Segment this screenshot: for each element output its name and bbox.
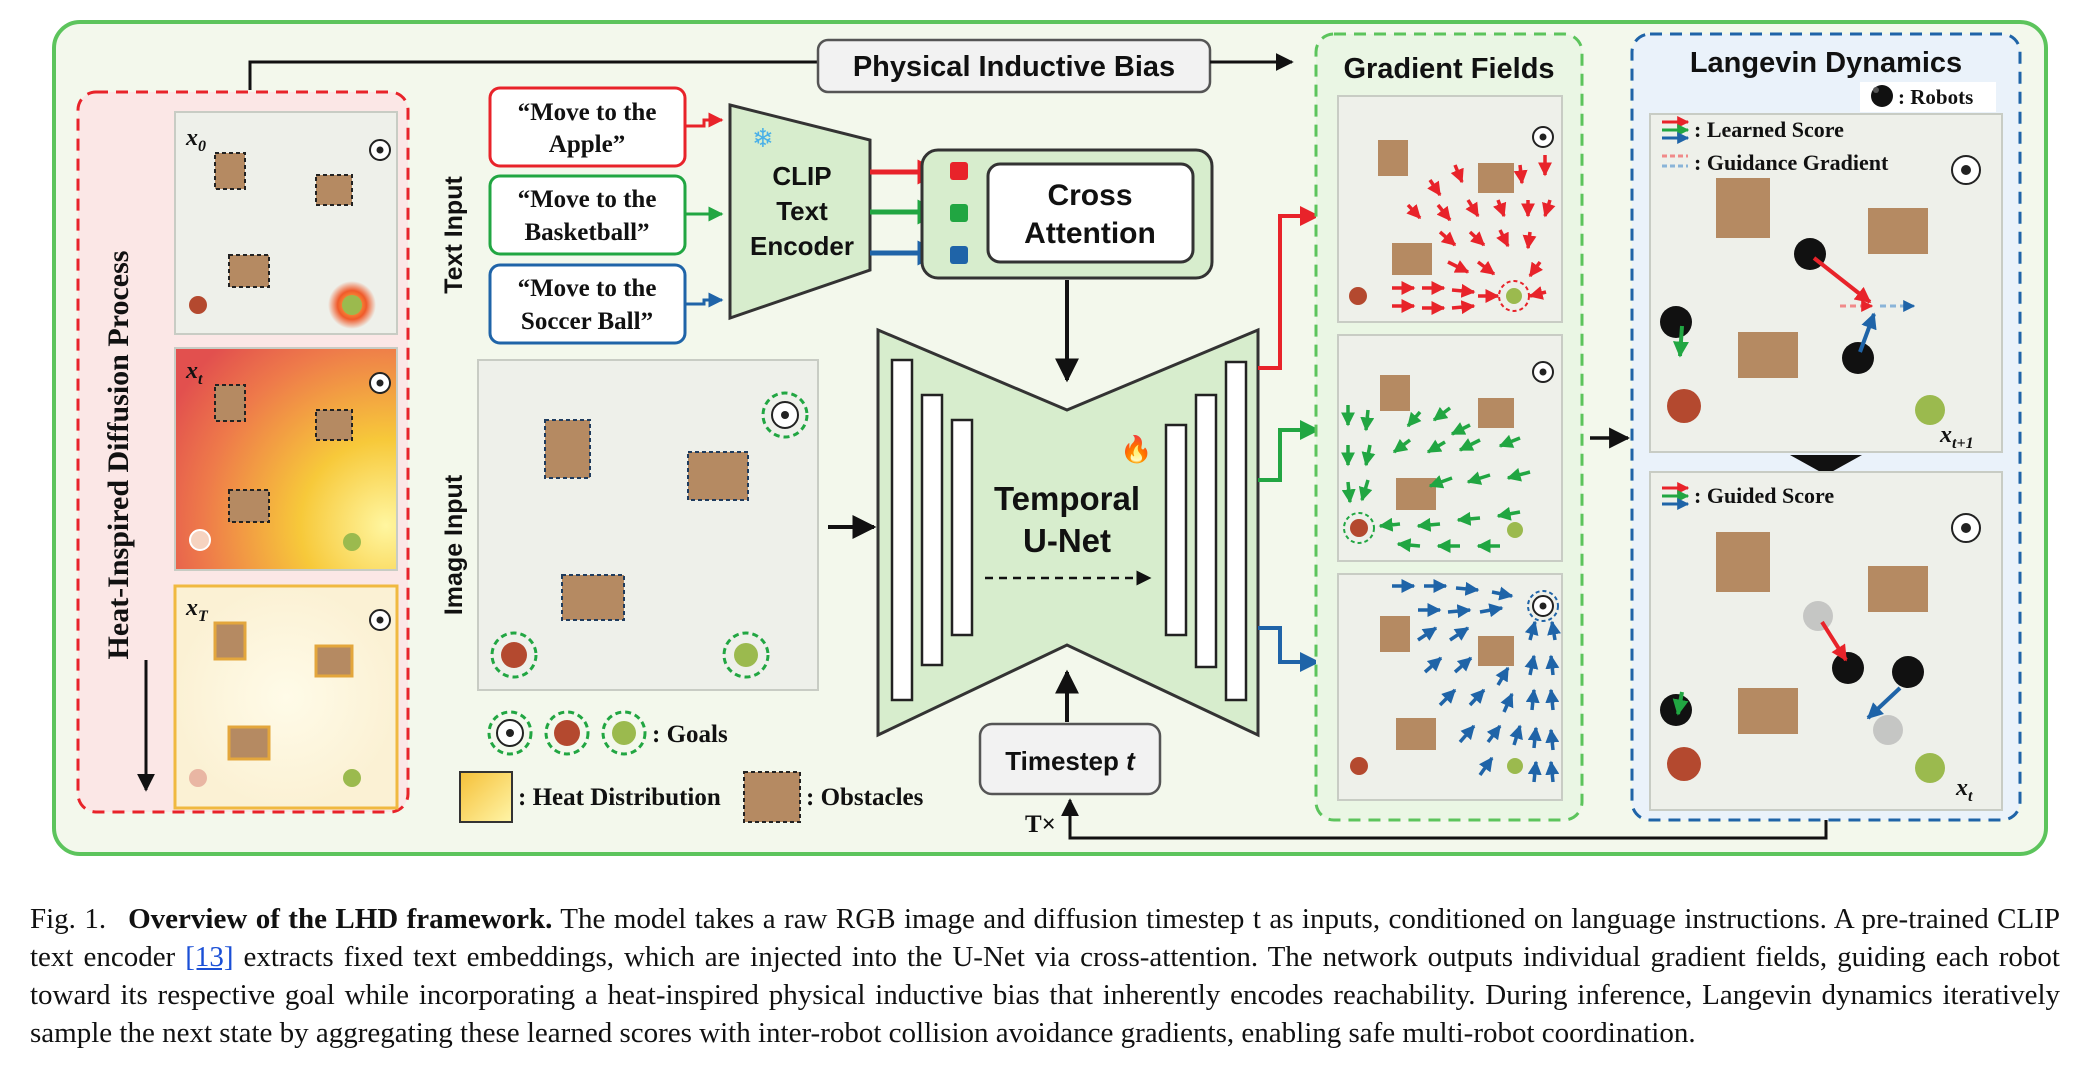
clip-encoder [728, 103, 872, 321]
flame-icon: 🔥 [1120, 434, 1152, 464]
framework-diagram: Physical Inductive Bias Heat-Inspired Di… [52, 20, 2048, 856]
svg-text:Text: Text [776, 196, 828, 226]
repeat-label: T× [1025, 811, 1056, 838]
snowflake-icon: ❄ [752, 123, 774, 153]
langevin-bottom: : Guided Score xt [1649, 471, 2003, 811]
timestep-box [978, 722, 1162, 796]
svg-text:: Guidance Gradient: : Guidance Gradient [1694, 150, 1889, 175]
tile-x0: x0 [174, 111, 398, 335]
svg-text:“Move to the: “Move to the [518, 99, 657, 126]
caption-text-2: extracts fixed text embeddings, which ar… [30, 941, 2060, 1049]
svg-text:Timestep t: Timestep t [1005, 746, 1136, 776]
svg-text:U-Net: U-Net [1023, 522, 1111, 559]
langevin-title: Langevin Dynamics [1690, 47, 1962, 79]
obstacles-legend: : Obstacles [743, 771, 924, 823]
svg-text:Basketball”: Basketball” [524, 219, 649, 246]
cross-attn-box [986, 162, 1195, 264]
svg-text:: Goals: : Goals [652, 721, 728, 748]
instruction-soccer: “Move to the Soccer Ball” [488, 263, 687, 345]
svg-text:xt: xt [1955, 775, 1973, 805]
image-input-label: Image Input [440, 474, 468, 615]
svg-text:x0: x0 [185, 125, 206, 155]
field-green [1337, 334, 1563, 562]
svg-text:Apple”: Apple” [549, 131, 625, 158]
svg-text:: Guided Score: : Guided Score [1694, 483, 1834, 508]
citation-link[interactable]: [13] [185, 941, 234, 973]
figure-caption: Fig. 1. Overview of the LHD framework. Th… [30, 900, 2060, 1052]
instruction-apple: “Move to the Apple” [488, 86, 687, 168]
caption-label: Fig. 1. [30, 903, 107, 935]
svg-text:CLIP: CLIP [772, 161, 831, 191]
svg-text:: Learned Score: : Learned Score [1694, 117, 1844, 142]
caption-text-1: The model takes a raw RGB image and diff… [30, 903, 2060, 973]
caption-bold: Overview of the LHD framework. [128, 903, 553, 935]
svg-text:xT: xT [185, 595, 209, 625]
text-input-label: Text Input [440, 176, 468, 294]
robot-icon [1871, 85, 1893, 107]
svg-text:xt: xt [185, 358, 203, 388]
svg-text:: Obstacles: : Obstacles [806, 784, 924, 811]
svg-text:Soccer Ball”: Soccer Ball” [521, 308, 653, 335]
heat-legend: : Heat Distribution [459, 771, 721, 823]
goals-legend: : Goals [487, 710, 728, 756]
loop-arrow [1061, 798, 1828, 840]
svg-text:Attention: Attention [1024, 217, 1156, 250]
step-arrow [1790, 455, 1862, 475]
langevin-top: : Learned Score : Guidance Gradient xt+1 [1649, 113, 2003, 453]
field-red [1337, 95, 1563, 323]
svg-text:“Move to the: “Move to the [518, 186, 657, 213]
svg-text:“Move to the: “Move to the [518, 275, 657, 302]
bias-box [816, 38, 1212, 94]
svg-text:Cross: Cross [1047, 179, 1132, 212]
bias-arrow-left [248, 60, 818, 90]
svg-text:Temporal: Temporal [994, 480, 1140, 517]
tile-xT: xT [173, 584, 399, 810]
bias-label: Physical Inductive Bias [853, 51, 1175, 83]
field-blue [1337, 573, 1563, 801]
tile-xt: xt [174, 347, 398, 571]
svg-text:xt+1: xt+1 [1939, 422, 1974, 452]
image-input [477, 359, 819, 691]
gradient-fields-title: Gradient Fields [1343, 53, 1554, 85]
svg-text:: Heat Distribution: : Heat Distribution [518, 784, 721, 811]
svg-text:Encoder: Encoder [750, 231, 854, 261]
svg-text:: Robots: : Robots [1898, 85, 1973, 109]
heat-title: Heat-Inspired Diffusion Process [102, 251, 135, 660]
instruction-basketball: “Move to the Basketball” [488, 174, 687, 256]
